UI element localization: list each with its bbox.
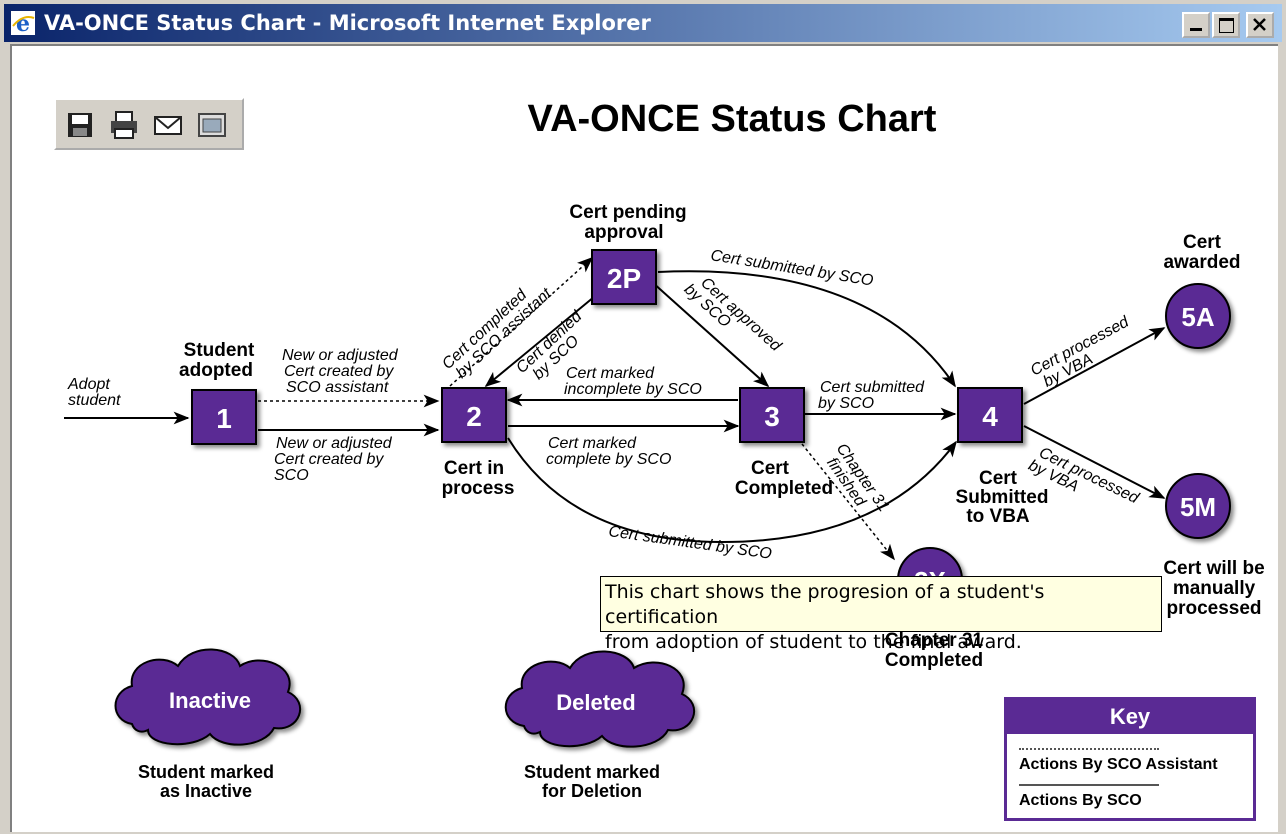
node-4-caption: to VBA (966, 506, 1030, 527)
close-button[interactable] (1246, 12, 1274, 38)
close-icon (1253, 18, 1266, 31)
solid-line-swatch (1019, 784, 1159, 786)
edge-3-to-3x (801, 443, 895, 561)
edge-label-1-2-assistant: SCO assistant (286, 379, 389, 396)
edge-label-3-2: Cert marked (566, 365, 655, 382)
node-label: 2P (607, 263, 641, 294)
save-icon[interactable] (64, 110, 96, 140)
edge-label-1-2-assistant: Cert created by (284, 363, 394, 380)
node-label: 2 (466, 401, 482, 432)
my-pictures-icon[interactable] (196, 110, 228, 140)
edge-2p-to-2 (484, 291, 601, 388)
edge-label-2-4: Cert submitted by SCO (607, 523, 772, 563)
node-5m-caption: manually (1173, 578, 1256, 599)
key-title: Key (1007, 700, 1253, 734)
edge-2p-to-4 (657, 270, 956, 388)
node-label: 5M (1180, 492, 1216, 522)
deleted-caption: Student marked (524, 762, 660, 782)
edge-label-3-2: incomplete by SCO (564, 381, 702, 398)
edge-label-1-2-assistant: New or adjusted (282, 347, 399, 364)
tooltip-line: This chart shows the progresion of a stu… (605, 581, 1045, 628)
node-3[interactable]: 3 (739, 387, 805, 443)
node-5a-caption: Cert (1183, 232, 1222, 253)
node-1-caption: Student (184, 340, 255, 361)
node-5m[interactable]: 5M (1165, 473, 1231, 539)
node-2p-caption: approval (584, 222, 663, 243)
mail-icon[interactable] (152, 110, 184, 140)
node-label: 5A (1181, 302, 1214, 332)
node-label: 3 (764, 401, 780, 432)
tooltip-line: from adoption of student to the final aw… (605, 631, 1022, 653)
status-diagram: Adopt student New or adjusted Cert creat… (64, 202, 1265, 801)
cloud-label: Inactive (169, 688, 251, 713)
node-5a[interactable]: 5A (1165, 283, 1231, 349)
node-label: 1 (216, 403, 232, 434)
edge-label-3-4: Cert submitted (820, 379, 925, 396)
node-2p[interactable]: 2P (591, 249, 657, 305)
node-label: 4 (982, 401, 998, 432)
edge-label-adopt: student (68, 392, 121, 409)
inactive-cloud[interactable]: Inactive (114, 648, 302, 746)
node-3-caption: Completed (735, 478, 833, 499)
key-assistant-label: Actions By SCO Assistant (1019, 756, 1218, 773)
page-title: VA-ONCE Status Chart (527, 98, 937, 140)
node-1-caption-2: adopted (179, 360, 253, 381)
node-2p-caption: Cert pending (569, 202, 686, 223)
node-3x-caption: Completed (885, 650, 983, 671)
node-5a-caption: awarded (1163, 252, 1240, 273)
cloud-label: Deleted (556, 690, 635, 715)
node-5m-caption: Cert will be (1163, 558, 1264, 579)
tooltip: This chart shows the progresion of a stu… (600, 576, 1162, 653)
node-4[interactable]: 4 (957, 387, 1023, 443)
edge-4-to-5m (1023, 425, 1166, 499)
svg-text:e: e (16, 11, 30, 36)
internet-explorer-icon: e (11, 11, 35, 36)
edge-label-3-4: by SCO (818, 395, 874, 412)
edge-label-2-3: Cert marked (548, 435, 637, 452)
dotted-line-swatch (1019, 748, 1159, 750)
title-bar[interactable]: e VA-ONCE Status Chart - Microsoft Inter… (4, 4, 1282, 42)
image-toolbar (54, 98, 244, 150)
node-1[interactable]: 1 (191, 389, 257, 445)
node-2[interactable]: 2 (441, 387, 507, 443)
edge-2-to-2p (449, 256, 594, 387)
edge-label-2p-4: Cert submitted by SCO (709, 247, 874, 290)
edge-lines (64, 256, 1166, 561)
node-5m-caption: processed (1166, 598, 1261, 619)
edge-2-to-4 (507, 437, 957, 544)
key-sco-label: Actions By SCO (1019, 792, 1142, 809)
edge-label-1-2-sco: New or adjusted (276, 435, 393, 452)
inactive-caption: Student marked (138, 762, 274, 782)
edge-label-2-3: complete by SCO (546, 451, 671, 468)
deleted-cloud[interactable]: Deleted (504, 650, 696, 748)
edge-label-1-2-sco: Cert created by (274, 451, 384, 468)
node-2-caption: Cert in (444, 458, 504, 479)
node-2-caption: process (442, 478, 515, 499)
inactive-caption: as Inactive (160, 781, 252, 801)
node-4-caption: Submitted (956, 487, 1049, 508)
maximize-button[interactable] (1212, 12, 1240, 38)
legend-key: Key Actions By SCO Assistant Actions By … (1004, 697, 1256, 821)
edge-label-adopt: Adopt (67, 376, 110, 393)
edge-2p-to-3 (651, 281, 770, 388)
node-3x-caption: Chapter 31 (885, 630, 984, 651)
page-content: VA-ONCE Status Chart (10, 44, 1278, 832)
node-4-caption: Cert (979, 468, 1018, 489)
print-icon[interactable] (108, 110, 140, 140)
node-3-caption: Cert (751, 458, 790, 479)
edge-4-to-5a (1023, 327, 1166, 405)
minimize-button[interactable] (1182, 12, 1210, 38)
deleted-caption: for Deletion (542, 781, 642, 801)
window-title: VA-ONCE Status Chart - Microsoft Interne… (44, 11, 651, 35)
edge-label-1-2-sco: SCO (274, 467, 309, 484)
